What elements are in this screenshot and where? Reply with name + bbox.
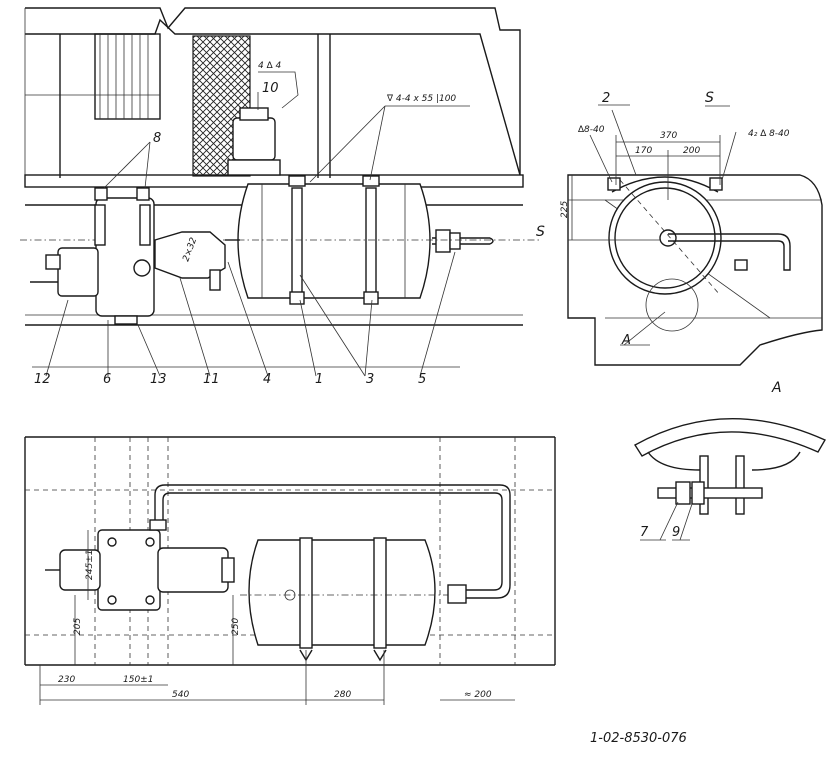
dim-225: 225	[560, 201, 570, 218]
callout-11: 11	[203, 372, 220, 387]
side-view	[20, 7, 540, 377]
dim-245: 245±1	[85, 550, 95, 580]
dim-170: 170	[635, 146, 652, 156]
weld-note-10: 4 ∆ 4	[258, 61, 281, 71]
part-8-bolts	[94, 187, 150, 201]
dim-540: 540	[172, 690, 189, 700]
part-13-compressor-housing	[94, 197, 155, 325]
callout-2: 2	[602, 91, 610, 106]
callout-4: 4	[263, 372, 271, 387]
view-title-s: S	[705, 90, 714, 106]
callout-9: 9	[672, 525, 680, 540]
engine-fins	[25, 33, 161, 178]
part-5-drain-valve	[432, 229, 494, 253]
part-3-clamps	[288, 175, 380, 305]
dim-370: 370	[660, 131, 677, 141]
dim-205: 205	[73, 618, 83, 635]
callout-8: 8	[153, 131, 161, 146]
part-10-filter	[227, 107, 281, 176]
dim-230: 230	[58, 675, 75, 685]
part-1-air-receiver	[237, 183, 431, 299]
part-12-unloader	[30, 247, 99, 297]
weld-note-right: 4₂ ∆ 8-40	[748, 129, 790, 139]
callout-13: 13	[150, 372, 167, 387]
callout-3: 3	[366, 372, 374, 387]
dim-150: 150±1	[123, 675, 153, 685]
callout-7: 7	[640, 525, 649, 540]
callout-10: 10	[262, 81, 279, 96]
dim-280: 280	[334, 690, 351, 700]
weld-note-left: ∆8-40	[577, 125, 605, 135]
dim-200-bottom: ≈ 200	[464, 690, 492, 700]
weld-note-main: ∇ 4-4 x 55 |100	[386, 94, 456, 104]
section-mark-s: S	[536, 224, 545, 240]
detail-a-view	[634, 417, 826, 541]
dim-200-top: 200	[683, 146, 700, 156]
callout-5: 5	[418, 372, 426, 387]
callout-6: 6	[103, 372, 111, 387]
dim-250: 250	[231, 618, 241, 635]
part-11-coupling	[154, 231, 240, 291]
callout-12: 12	[34, 372, 51, 387]
detail-ref-a: A	[621, 333, 631, 348]
view-title-a: A	[771, 380, 782, 396]
plan-view	[24, 436, 556, 705]
drawing-number: 1-02-8530-076	[590, 731, 687, 746]
section-s-view	[567, 104, 823, 366]
callout-1: 1	[315, 372, 323, 387]
